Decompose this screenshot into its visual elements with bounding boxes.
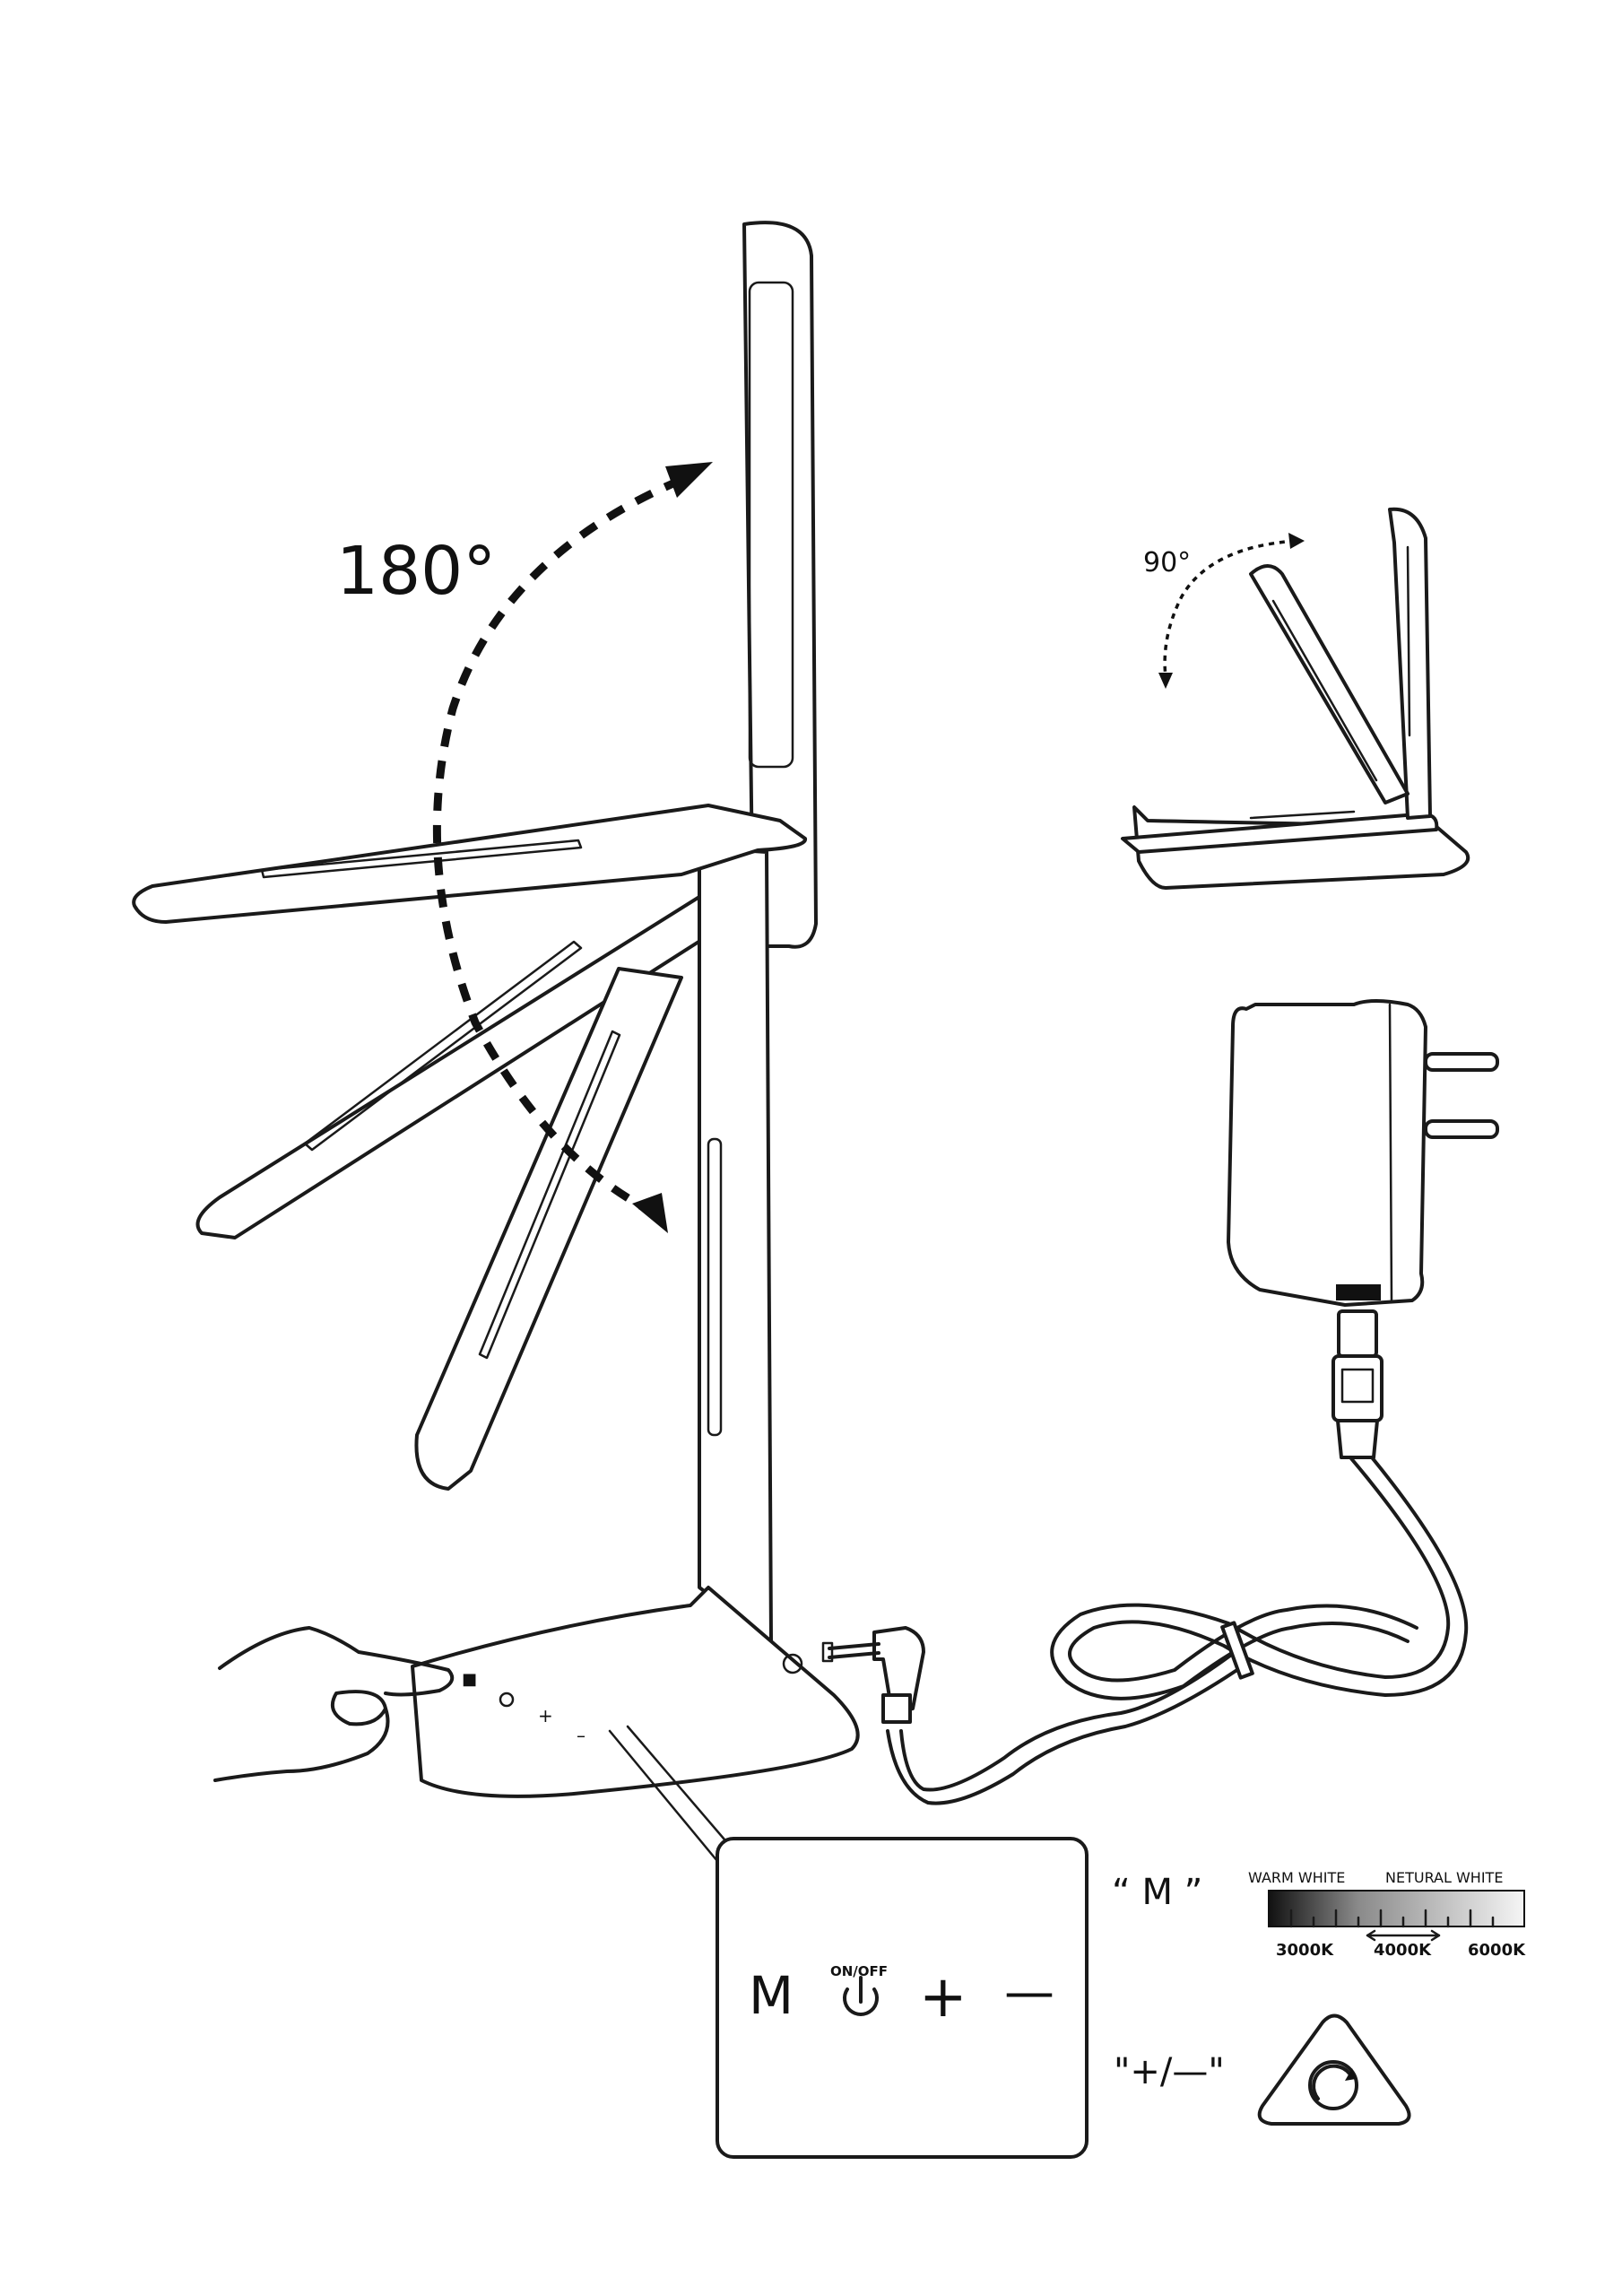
temperature-gradient-bar [1268,1890,1525,1927]
small-arrow-top [1288,533,1305,549]
angle-180-label: 180° [336,533,496,610]
power-icon [843,1987,879,2016]
lamp-arm-ghost-1 [195,895,715,1239]
power-button[interactable]: ON/OFF [830,1963,888,2016]
leader-line [608,1729,719,1863]
temp-4000-label: 4000K [1374,1941,1432,1960]
temp-3000-label: 3000K [1276,1941,1334,1960]
warm-white-label: WARM WHITE [1248,1869,1345,1886]
plus-button[interactable]: + [919,1964,967,2031]
svg-text:–: – [577,1725,585,1746]
control-panel-zoom: M ON/OFF + — [716,1837,1089,2159]
minus-button[interactable]: — [1004,1963,1054,2022]
lamp-arm-horizontal [132,804,807,924]
lamp-folded: 90° [1121,507,1470,890]
lamp-base: ■ + – [411,1586,860,1798]
lamp-post [698,846,773,1643]
mode-button[interactable]: M [749,1965,794,2026]
svg-text:■: ■ [462,1670,477,1689]
lamp-head-vertical [742,221,818,949]
leader-line [626,1725,737,1854]
angle-90-label: 90° [1143,547,1191,578]
arrow-head-bottom [632,1193,668,1233]
temp-6000-label: 6000K [1468,1941,1526,1960]
usb-cable [886,1309,1469,1805]
dc-plug [821,1626,925,1724]
power-label: ON/OFF [830,1963,888,1979]
mode-key-label: “ M ” [1112,1872,1202,1913]
lamp-arm-ghost-2 [414,967,683,1491]
legend-mode: “ M ” WARM WHITE NETURAL WHITE 3000K 400… [1112,1869,1526,1960]
rotation-arc-180: 180° [336,462,713,1233]
small-arrow-bottom [1158,673,1173,689]
legend-dim: "+/—" [1114,2013,1411,2126]
power-adapter [1227,999,1499,1307]
arrow-head-top [665,462,713,498]
hand-pressing [213,1626,455,1782]
lamp-main: ■ + – 180° [132,221,860,1798]
dimmer-triangle-icon [1257,2013,1411,2126]
dim-key-label: "+/—" [1114,2051,1225,2092]
svg-text:+: + [538,1705,553,1726]
neutral-white-label: NETURAL WHITE [1385,1869,1503,1886]
